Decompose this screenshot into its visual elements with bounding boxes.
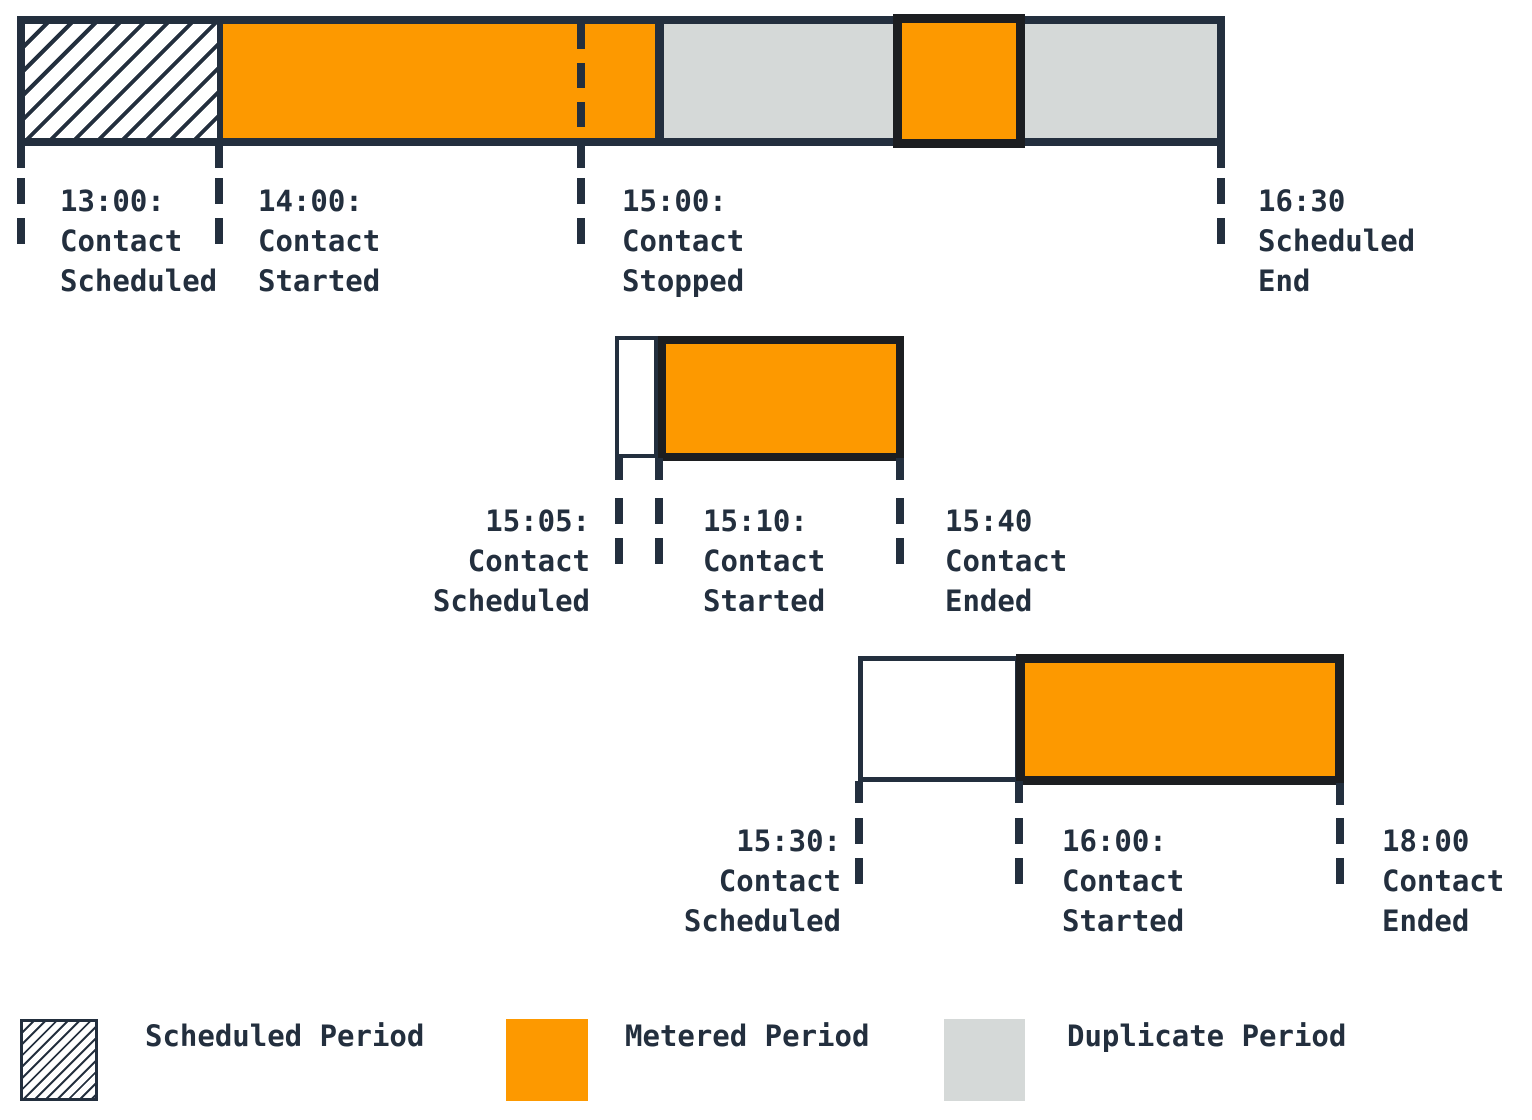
legend-label-duplicate: Duplicate Period [1067,1019,1347,1053]
event-tick-dashed [896,498,904,564]
event-label-contact2-scheduled: 15:05: Contact Scheduled [432,504,590,618]
event-tick-dashed [615,498,623,564]
event-tick [577,146,585,168]
contact1-metered-overlay-box [893,14,1025,148]
event-tick-dashed [577,178,585,244]
contact3-scheduled-box [858,656,1020,782]
event-tick [855,781,863,803]
event-tick-dashed [215,178,223,244]
contact1-start-divider [217,24,223,138]
event-tick-dashed [1217,178,1225,244]
legend-swatch-scheduled [20,1019,98,1101]
contact2-metered-box [658,336,904,461]
event-tick-dashed [1336,818,1344,884]
event-label-contact1-stopped: 15:00: Contact Stopped [622,184,745,298]
event-tick [1336,783,1344,805]
contact1-scheduled-segment [25,24,217,138]
legend-swatch-metered [506,1019,588,1101]
legend-swatch-duplicate [944,1019,1025,1101]
event-tick [215,146,223,168]
contact1-stop-dashed-line [577,24,585,138]
contact1-meter-end-divider [655,24,664,138]
event-label-contact1-sched-end: 16:30 Scheduled End [1258,184,1416,298]
event-label-contact1-scheduled: 13:00: Contact Scheduled [60,184,218,298]
event-tick [1217,146,1225,168]
event-tick [655,458,663,480]
event-tick [1015,781,1023,803]
event-tick [17,146,25,168]
event-tick-dashed [1015,818,1023,884]
event-label-contact3-scheduled: 15:30: Contact Scheduled [683,824,841,938]
legend-label-scheduled: Scheduled Period [145,1019,425,1053]
event-tick [615,458,623,480]
contact3-metered-box [1016,654,1344,785]
contact2-scheduled-box [615,336,658,458]
contact1-metered-segment [223,24,655,138]
event-label-contact3-ended: 18:00 Contact Ended [1382,824,1505,938]
legend-label-metered: Metered Period [625,1019,870,1053]
event-tick-dashed [17,178,25,244]
event-label-contact3-started: 16:00: Contact Started [1062,824,1185,938]
event-label-contact1-started: 14:00: Contact Started [258,184,381,298]
event-tick-dashed [855,818,863,884]
contact1-bar [17,16,1225,146]
event-tick-dashed [655,498,663,564]
event-label-contact2-ended: 15:40 Contact Ended [945,504,1068,618]
event-tick [896,458,904,480]
event-label-contact2-started: 15:10: Contact Started [703,504,826,618]
